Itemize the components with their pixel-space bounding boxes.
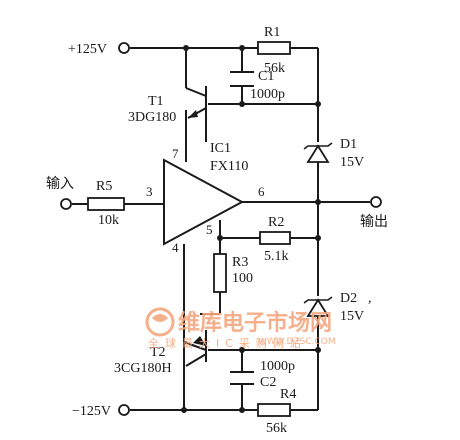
resistor-r4 (257, 403, 291, 417)
wiring (72, 47, 370, 411)
r4-ref: R4 (280, 387, 296, 402)
d2-value: 15V (340, 309, 364, 324)
zener-diode-d2 (303, 296, 333, 317)
negative-supply-terminal (118, 404, 130, 416)
d2-ref: D2 (340, 291, 357, 306)
watermark-brand: 维库电子市场网 (178, 310, 332, 336)
positive-supply-terminal (118, 42, 130, 54)
ic-pin-7: 7 (172, 146, 179, 161)
watermark: 维库电子市场网 WWW.DZSC.COM 全球最大IC采购网站 (145, 307, 336, 350)
transistor-t2 (183, 330, 207, 367)
ic-pin-5: 5 (206, 222, 213, 237)
c1-value: 1000p (250, 87, 285, 102)
watermark-subtitle: 全球最大IC采购网站 (148, 336, 307, 350)
d1-value: 15V (340, 155, 364, 170)
watermark-logo-mark (152, 314, 168, 322)
op-amp-ic1 (163, 158, 245, 246)
transistor-t1 (185, 86, 207, 119)
resistor-r1 (257, 41, 291, 55)
watermark-logo (145, 307, 175, 337)
t1-part: 3DG180 (128, 110, 176, 125)
d1-ref: D1 (340, 137, 357, 152)
c2-value: 1000p (260, 359, 295, 374)
t2-ref: T2 (150, 345, 166, 360)
junction-dots (181, 45, 321, 413)
ic-pin-6: 6 (258, 184, 265, 199)
t1-ref: T1 (148, 94, 164, 109)
c1-ref: C1 (258, 69, 274, 84)
r2-value: 5.1k (264, 249, 289, 264)
r5-ref: R5 (96, 179, 112, 194)
r4-value: 56k (266, 421, 287, 436)
capacitor-c1 (230, 71, 254, 87)
resistor-r2 (259, 231, 291, 245)
ic-pin-4: 4 (172, 240, 179, 255)
t2-part: 3CG180H (114, 361, 172, 376)
input-label: 输入 (46, 176, 74, 192)
ic1-ref: IC1 (210, 141, 231, 156)
ic-pin-3: 3 (146, 184, 153, 199)
r1-ref: R1 (264, 25, 280, 40)
resistor-r5 (87, 197, 125, 211)
output-label: 输出 (360, 214, 388, 230)
positive-supply-label: +125V (68, 42, 107, 57)
watermark-url: WWW.DZSC.COM (258, 337, 336, 347)
d2-mark: , (368, 291, 372, 306)
ic1-part: FX110 (210, 159, 248, 174)
input-terminal (60, 198, 72, 210)
r5-value: 10k (98, 213, 119, 228)
r2-ref: R2 (268, 215, 284, 230)
capacitor-c2 (230, 371, 254, 385)
output-terminal (370, 196, 382, 208)
resistor-r3 (213, 253, 227, 293)
r1-value: 56k (264, 61, 285, 76)
r3-ref: R3 (232, 255, 248, 270)
negative-supply-label: −125V (72, 404, 111, 419)
zener-diode-d1 (303, 142, 333, 163)
c2-ref: C2 (260, 375, 276, 390)
r3-value: 100 (232, 271, 253, 286)
